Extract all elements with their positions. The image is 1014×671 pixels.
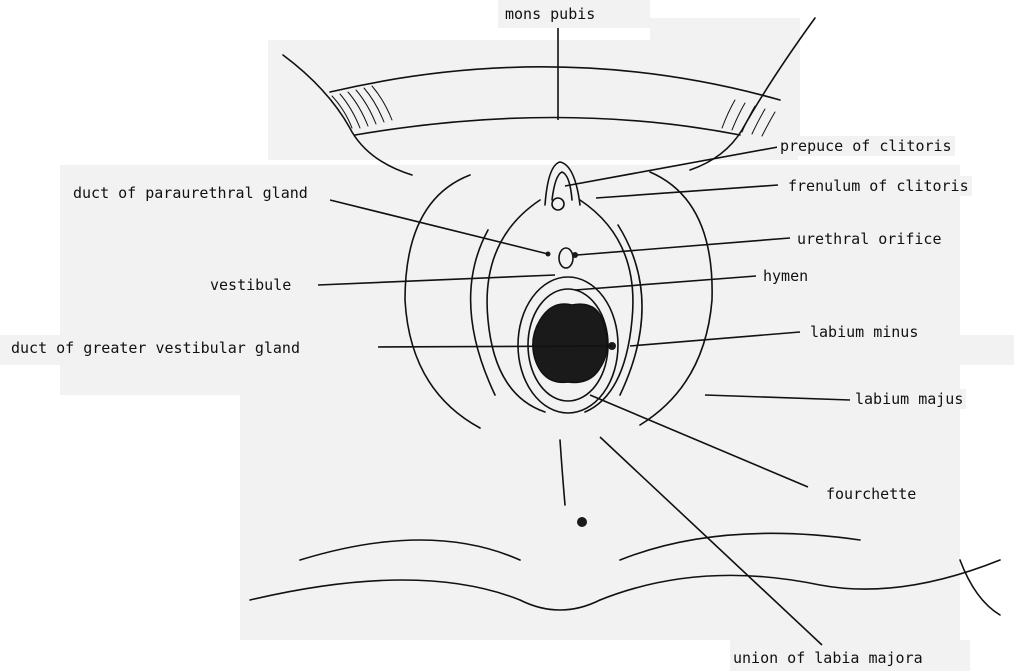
label-frenulum-of-clitoris: frenulum of clitoris (785, 176, 972, 196)
vaginal-orifice (533, 304, 607, 382)
label-labium-minus: labium minus (807, 322, 921, 342)
label-duct-of-paraurethral-gland: duct of paraurethral gland (70, 183, 311, 203)
label-fourchette: fourchette (823, 484, 919, 504)
label-duct-of-greater-vestibular-gland: duct of greater vestibular gland (8, 338, 303, 358)
label-urethral-orifice: urethral orifice (794, 229, 945, 249)
label-labium-majus: labium majus (852, 389, 966, 409)
label-mons-pubis: mons pubis (502, 4, 598, 24)
label-vestibule: vestibule (207, 275, 294, 295)
anus (577, 517, 587, 527)
leader-greater-vestibular (378, 346, 612, 347)
label-hymen: hymen (760, 266, 811, 286)
label-union-of-labia-majora: union of labia majora (730, 648, 926, 668)
label-prepuce-of-clitoris: prepuce of clitoris (777, 136, 955, 156)
